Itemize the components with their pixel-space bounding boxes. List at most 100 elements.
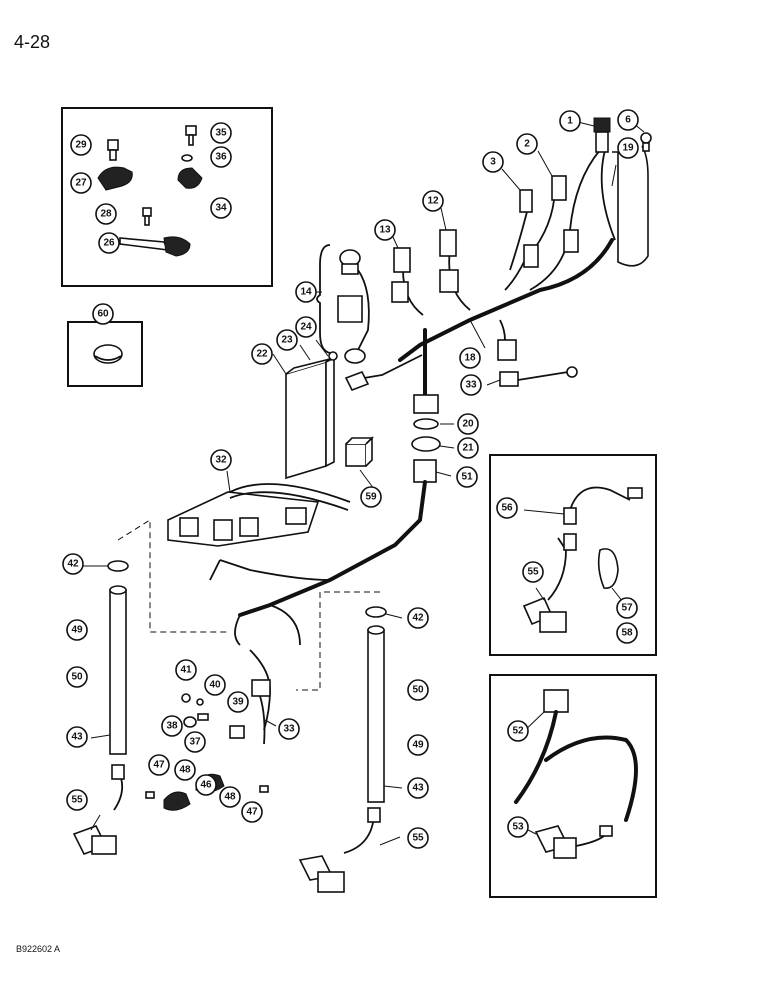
callout-circle <box>617 109 639 131</box>
callout-circle <box>62 553 84 575</box>
hardware-parts <box>97 125 203 257</box>
callout-number: 27 <box>75 178 87 189</box>
callout-circle <box>407 827 429 849</box>
callout-circle <box>70 172 92 194</box>
callout-2: 2 <box>516 133 538 155</box>
callout-circle <box>66 666 88 688</box>
callout-number: 24 <box>300 322 312 333</box>
control-box-part <box>285 351 338 480</box>
callout-number: 55 <box>71 795 83 806</box>
connector-harness-inset <box>514 689 638 859</box>
callout-number: 49 <box>71 625 83 636</box>
callout-number: 12 <box>427 196 439 207</box>
callout-40: 40 <box>204 674 226 696</box>
callout-circle <box>407 777 429 799</box>
callout-number: 48 <box>179 765 191 776</box>
relay-part <box>345 436 374 467</box>
callout-58: 58 <box>616 622 638 644</box>
callout-48b: 48 <box>219 786 241 808</box>
callout-number: 37 <box>189 737 201 748</box>
callout-42a: 42 <box>62 553 84 575</box>
callout-number: 55 <box>412 833 424 844</box>
callout-33a: 33 <box>460 374 482 396</box>
main-harness <box>344 145 649 397</box>
callout-circle <box>407 734 429 756</box>
callout-29: 29 <box>70 134 92 156</box>
callout-circle <box>161 715 183 737</box>
callout-number: 1 <box>567 116 573 127</box>
callout-circle <box>422 190 444 212</box>
callout-number: 60 <box>97 309 109 320</box>
callout-circle <box>98 232 120 254</box>
callout-circle <box>407 679 429 701</box>
callout-50b: 50 <box>407 679 429 701</box>
callout-number: 49 <box>412 740 424 751</box>
callout-circle <box>276 329 298 351</box>
callout-number: 47 <box>246 807 258 818</box>
callout-circle <box>174 759 196 781</box>
callout-41: 41 <box>175 659 197 681</box>
callout-number: 55 <box>527 567 539 578</box>
callout-number: 43 <box>71 732 83 743</box>
callout-52: 52 <box>507 720 529 742</box>
routing-line-left <box>117 519 228 633</box>
callout-14: 14 <box>295 281 317 303</box>
callout-circle <box>507 720 529 742</box>
callout-59: 59 <box>360 486 382 508</box>
callout-38: 38 <box>161 715 183 737</box>
callout-number: 52 <box>512 726 524 737</box>
speed-sensor-inset <box>522 533 577 633</box>
sensor-cable-33-upper <box>499 366 578 387</box>
callout-circle <box>459 347 481 369</box>
callout-number: 34 <box>215 203 227 214</box>
callout-23: 23 <box>276 329 298 351</box>
callout-circle <box>522 561 544 583</box>
callout-number: 43 <box>412 783 424 794</box>
callout-number: 57 <box>621 603 633 614</box>
light-assembly-part <box>316 244 370 364</box>
callout-circle <box>457 413 479 435</box>
callout-circle <box>507 816 529 838</box>
callout-57: 57 <box>616 597 638 619</box>
callout-number: 50 <box>71 672 83 683</box>
callout-number: 41 <box>180 665 192 676</box>
callout-circle <box>516 133 538 155</box>
callout-number: 59 <box>365 492 377 503</box>
callout-42b: 42 <box>407 607 429 629</box>
callout-number: 33 <box>283 724 295 735</box>
callout-43a: 43 <box>66 726 88 748</box>
callout-19: 19 <box>617 137 639 159</box>
callout-number: 40 <box>209 680 221 691</box>
callout-circle <box>92 303 114 325</box>
callout-circle <box>496 497 518 519</box>
callout-circle <box>210 122 232 144</box>
connector-inset-box <box>489 674 657 898</box>
callout-number: 18 <box>464 353 476 364</box>
lower-harness <box>209 459 437 731</box>
callout-number: 47 <box>153 760 165 771</box>
callout-number: 35 <box>215 128 227 139</box>
decal-part <box>93 344 123 364</box>
callout-33b: 33 <box>278 718 300 740</box>
ring-part <box>411 436 441 452</box>
callout-circle <box>195 774 217 796</box>
callout-21: 21 <box>457 437 479 459</box>
callout-13: 13 <box>374 219 396 241</box>
callout-number: 26 <box>103 238 115 249</box>
callout-circle <box>175 659 197 681</box>
callout-48a: 48 <box>174 759 196 781</box>
callout-32: 32 <box>210 449 232 471</box>
callout-50a: 50 <box>66 666 88 688</box>
callout-number: 14 <box>300 287 312 298</box>
callout-circle <box>70 134 92 156</box>
callout-circle <box>295 281 317 303</box>
callout-circle <box>616 597 638 619</box>
callout-28: 28 <box>95 203 117 225</box>
callout-39: 39 <box>227 691 249 713</box>
page-number: 4-28 <box>14 32 51 52</box>
callout-circle <box>148 754 170 776</box>
callout-56: 56 <box>496 497 518 519</box>
callout-circle <box>251 343 273 365</box>
callout-group: 1236121314181920212223242627282932333334… <box>62 109 639 849</box>
